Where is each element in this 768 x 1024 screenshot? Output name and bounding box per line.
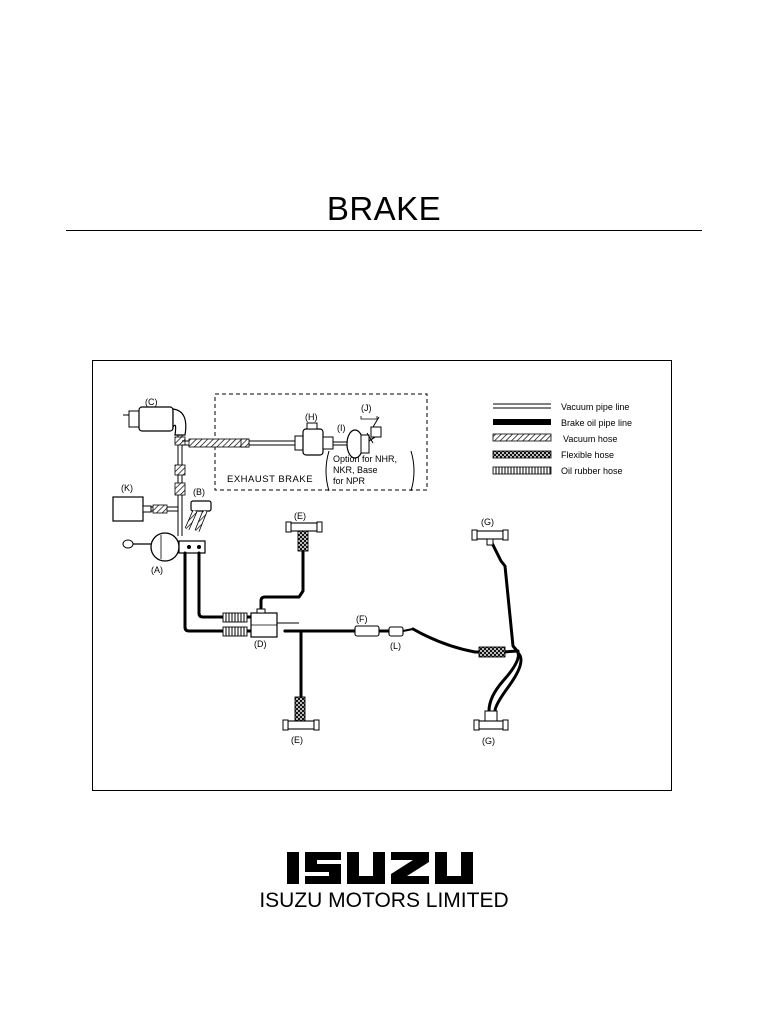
- part-g-bottom-three-way: (G): [473, 710, 509, 746]
- legend-label: Oil rubber hose: [561, 466, 623, 476]
- legend-label: Brake oil pipe line: [561, 418, 632, 428]
- legend: Vacuum pipe line Brake oil pipe line Vac…: [492, 402, 632, 476]
- part-l-valve: (L): [388, 626, 414, 651]
- part-label: (B): [193, 487, 205, 497]
- brake-piping-diagram: Vacuum pipe line Brake oil pipe line Vac…: [92, 360, 672, 791]
- part-f-proportioning-valve: (F): [354, 614, 380, 637]
- part-label: (E): [294, 511, 306, 521]
- part-k-tank: (K): [112, 483, 152, 522]
- part-d-three-way: (D): [250, 608, 278, 649]
- legend-label: Flexible hose: [561, 450, 614, 460]
- part-label: (I): [337, 423, 346, 433]
- part-label: (G): [481, 517, 494, 527]
- part-label: (E): [291, 735, 303, 745]
- legend-flexible-hose: Flexible hose: [492, 450, 614, 460]
- part-j-lever: (J): [360, 403, 382, 444]
- legend-label: Vacuum hose: [563, 434, 617, 444]
- part-a-master-vac: (A): [122, 532, 206, 575]
- legend-oil-rubber-hose: Oil rubber hose: [492, 466, 623, 476]
- company-name: ISUZU MOTORS LIMITED: [259, 889, 509, 912]
- part-label: (G): [482, 736, 495, 746]
- part-label: (K): [121, 483, 133, 493]
- part-label: (F): [356, 614, 368, 624]
- legend-label: Vacuum pipe line: [561, 402, 629, 412]
- exhaust-brake-note-line: NKR, Base: [333, 465, 378, 475]
- isuzu-logo: [283, 848, 488, 890]
- part-c-vacuum-pump: (C): [123, 397, 187, 436]
- part-label: (L): [390, 641, 401, 651]
- exhaust-brake-note-line: for NPR: [333, 476, 366, 486]
- part-g-top-three-way: (G): [471, 517, 509, 546]
- part-label: (H): [305, 412, 318, 422]
- legend-vacuum-hose: Vacuum hose: [492, 433, 617, 444]
- part-i-chamber: (I): [337, 423, 376, 459]
- title-divider: [66, 230, 702, 231]
- page-title: BRAKE: [326, 190, 442, 227]
- part-b-reservoir: (B): [190, 487, 212, 512]
- brake-oil-pipe-lines: [183, 539, 523, 713]
- exhaust-brake-label: EXHAUST BRAKE: [227, 474, 313, 485]
- exhaust-brake-note-line: Option for NHR,: [333, 454, 397, 464]
- part-label: (C): [145, 397, 158, 407]
- part-e-bottom-wheel-cylinder: (E): [282, 696, 320, 745]
- part-label: (A): [151, 565, 163, 575]
- legend-brake-oil-pipe-line: Brake oil pipe line: [493, 418, 632, 428]
- part-label: (D): [254, 639, 267, 649]
- part-h-valve: (H): [294, 412, 334, 456]
- legend-vacuum-pipe-line: Vacuum pipe line: [493, 402, 629, 412]
- part-label: (J): [361, 403, 372, 413]
- part-e-top-wheel-cylinder: (E): [285, 511, 323, 552]
